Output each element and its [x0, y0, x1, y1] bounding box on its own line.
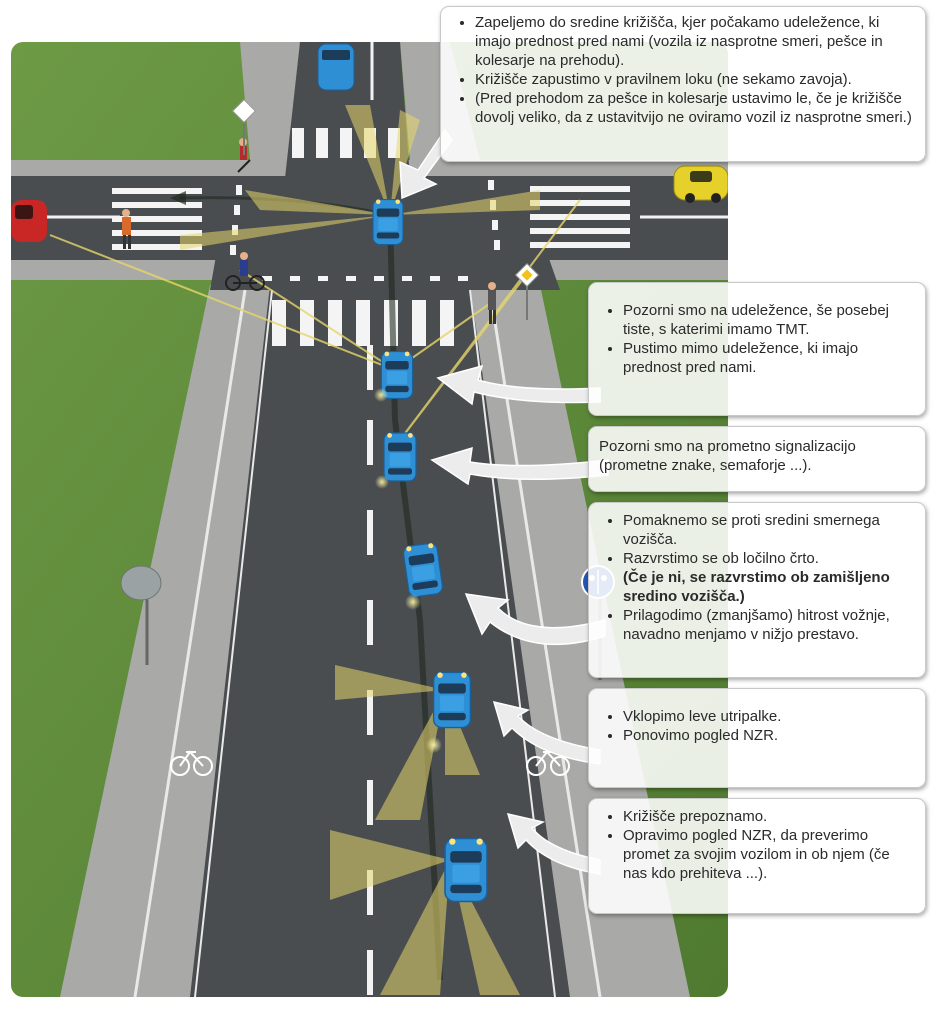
zebra-crossing-left: [112, 188, 202, 250]
callout-signals: Pozorni smo na prometno signalizacijo (p…: [588, 426, 926, 492]
callout-item: Razvrstimo se ob ločilno črto. (Če je ni…: [623, 549, 915, 606]
callout-indicators: Vklopimo leve utripalke. Ponovimo pogled…: [588, 688, 926, 788]
callout-item: Pozorni smo na udeležence, še posebej ti…: [623, 301, 915, 339]
callout-item: Pustimo mimo udeležence, ki imajo predno…: [623, 339, 915, 377]
red-car: [11, 200, 47, 242]
callout-item-bold-text: (Če je ni, se razvrstimo ob zamišljeno s…: [623, 569, 890, 605]
callout-item: Prilagodimo (zmanjšamo) hitrost vožnje, …: [623, 606, 915, 644]
pedestrian-left: [122, 209, 131, 249]
zebra-crossing-right: [530, 186, 630, 248]
callout-text: Pozorni smo na prometno signalizacijo (p…: [599, 438, 856, 474]
callout-item: Ponovimo pogled NZR.: [623, 726, 915, 745]
callout-recognize: Križišče prepoznamo. Opravimo pogled NZR…: [588, 798, 926, 914]
yellow-car: [673, 165, 728, 203]
priority-sign-top: [231, 98, 257, 155]
callout-positioning: Pomaknemo se proti sredini smernega vozi…: [588, 502, 926, 678]
callout-item: Križišče zapustimo v pravilnem loku (ne …: [475, 70, 915, 89]
cyclist-left: [225, 252, 265, 291]
callout-item: Križišče prepoznamo.: [623, 807, 915, 826]
car-step-6: [444, 837, 488, 903]
callout-arrows: [399, 128, 609, 875]
bicycle-marking-left: [170, 750, 213, 776]
oncoming-car: [317, 43, 355, 91]
callout-item: (Pred prehodom za pešce in kolesarje ust…: [475, 89, 915, 127]
callout-item: Zapeljemo do sredine križišča, kjer poča…: [475, 13, 915, 70]
car-step-4: [401, 541, 445, 599]
callout-intersection-center: Zapeljemo do sredine križišča, kjer poča…: [440, 6, 926, 162]
callout-item-text: Razvrstimo se ob ločilno črto.: [623, 550, 819, 567]
sign-back-left: [120, 565, 162, 665]
callout-item: Opravimo pogled NZR, da preverimo promet…: [623, 826, 915, 883]
callout-item: Vklopimo leve utripalke.: [623, 707, 915, 726]
car-step-in-intersection: [372, 198, 404, 246]
zebra-crossing-bottom: [272, 300, 454, 346]
car-step-3: [383, 432, 417, 482]
callout-item: Pomaknemo se proti sredini smernega vozi…: [623, 511, 915, 549]
callout-watch-participants: Pozorni smo na udeležence, še posebej ti…: [588, 282, 926, 416]
priority-sign-right: [514, 262, 540, 320]
pedestrian-right: [488, 282, 496, 324]
car-step-5: [432, 671, 472, 729]
